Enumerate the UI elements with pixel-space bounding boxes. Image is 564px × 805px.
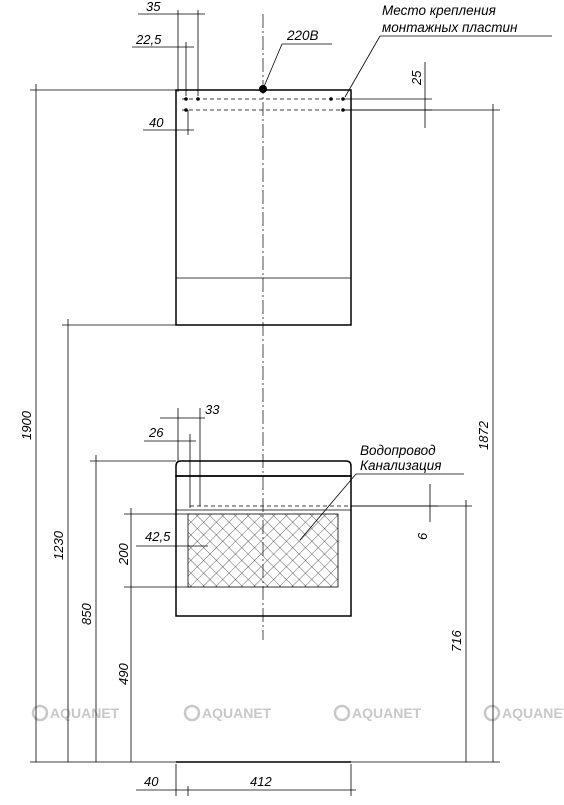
- dim-1872: 1872: [345, 104, 500, 762]
- watermark-text: AQUANET: [502, 705, 564, 721]
- mount-point: [329, 97, 333, 101]
- dim-1872-label: 1872: [476, 420, 491, 450]
- dim-1230-label: 1230: [51, 530, 66, 560]
- dim-40-top: 40: [143, 110, 194, 135]
- mount-point: [196, 97, 200, 101]
- dim-22-5: 22,5: [132, 32, 194, 96]
- basin-top: [175, 460, 352, 477]
- mount-point: [341, 97, 345, 101]
- dim-42-5-label: 42,5: [145, 529, 171, 544]
- dim-33-label: 33: [205, 402, 220, 417]
- dim-6: 6: [351, 484, 438, 540]
- dim-412-label: 412: [250, 774, 272, 789]
- dim-6-label: 6: [415, 532, 430, 540]
- aquanet-watermark: AQUANET: [483, 704, 564, 722]
- dim-490: 490: [116, 593, 132, 762]
- dim-33: 33: [160, 402, 220, 506]
- mounting-note-line1: Место крепления: [382, 3, 496, 18]
- dim-716-label: 716: [449, 630, 464, 652]
- watermark-text: AQUANET: [202, 705, 272, 721]
- mounting-note-leader: [344, 35, 381, 98]
- mount-point: [184, 97, 188, 101]
- aquanet-logo-icon: [333, 704, 351, 722]
- dim-200-label: 200: [116, 543, 131, 566]
- aquanet-watermark: AQUANET: [333, 704, 422, 722]
- watermark-text: AQUANET: [50, 705, 120, 721]
- dim-716: 716: [351, 500, 472, 762]
- mount-point: [341, 108, 345, 112]
- mounting-note-line2: монтажных пластин: [382, 20, 518, 35]
- water-callout: Водопровод Канализация: [299, 443, 464, 541]
- dim-850: 850: [79, 455, 176, 762]
- upper-cabinet-outline: [175, 89, 352, 326]
- power-label: 220В: [286, 28, 319, 43]
- dim-35-label: 35: [146, 0, 161, 14]
- dim-200: 200: [116, 508, 190, 593]
- mount-point: [184, 108, 188, 112]
- water-label-line2: Канализация: [360, 458, 441, 473]
- utility-zone-hatch: [187, 513, 339, 588]
- aquanet-watermark: AQUANET: [31, 704, 120, 722]
- aquanet-logo-icon: [483, 704, 501, 722]
- dim-26-label: 26: [148, 425, 164, 440]
- dim-40-top-label: 40: [149, 115, 164, 130]
- water-label-line1: Водопровод: [360, 443, 436, 458]
- dim-25: 25: [345, 62, 432, 128]
- power-leader-line: [262, 43, 283, 90]
- mounting-note: Место крепления монтажных пластин: [344, 3, 552, 98]
- dim-1230: 1230: [51, 319, 176, 762]
- dim-42-5: 42,5: [136, 529, 208, 547]
- aquanet-logo-icon: [183, 704, 201, 722]
- dim-1900-label: 1900: [19, 410, 34, 440]
- dim-26: 26: [144, 425, 196, 508]
- aquanet-logo-icon: [31, 704, 49, 722]
- dim-40-bottom-label: 40: [144, 774, 159, 789]
- dim-1900: 1900: [19, 84, 176, 762]
- dim-22-5-label: 22,5: [135, 32, 162, 47]
- dim-490-label: 490: [116, 663, 131, 685]
- watermark-text: AQUANET: [352, 705, 422, 721]
- dim-bottom: 40 412: [136, 764, 356, 796]
- watermark-row: AQUANET AQUANET AQUANET AQUANET: [31, 704, 564, 722]
- power-callout: 220В: [262, 28, 332, 90]
- water-callout-leader: [299, 473, 357, 541]
- upper-cabinet: [175, 85, 352, 326]
- dim-850-label: 850: [79, 603, 94, 625]
- aquanet-watermark: AQUANET: [183, 704, 272, 722]
- dim-35: 35: [138, 0, 205, 96]
- dim-25-label: 25: [409, 70, 424, 86]
